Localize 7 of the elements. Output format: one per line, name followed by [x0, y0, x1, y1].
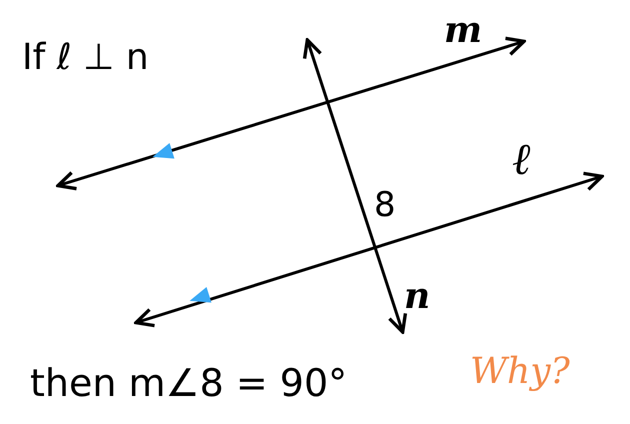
- line-label: ℓ: [512, 138, 530, 182]
- line-label: n: [404, 278, 430, 314]
- conclusion-text: then m∠8 = 90°: [30, 364, 348, 402]
- line-label: m: [444, 12, 482, 48]
- condition-text: If ℓ ⊥ n: [22, 40, 149, 76]
- question-text: Why?: [470, 354, 570, 390]
- angle-label: 8: [374, 188, 396, 222]
